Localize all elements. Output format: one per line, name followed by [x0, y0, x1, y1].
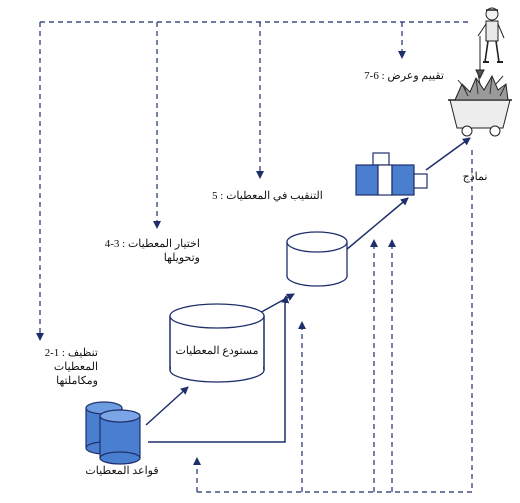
data-links	[148, 295, 290, 443]
database-icon	[85, 401, 141, 465]
warehouse-cylinder-icon	[169, 303, 265, 383]
label-warehouse: مستودع المعطيات	[175, 345, 259, 357]
feedback-lines-top	[36, 21, 470, 341]
label-step-2-1: 2-1 : تنظيف المعطيات ومكاملتها	[44, 347, 98, 387]
label-databases: قواعد المعطيات	[85, 465, 159, 477]
selected-data-cylinder-icon	[286, 231, 348, 287]
label-step-4-3: 4-3 : اختيار المعطيات وتحويلها	[104, 238, 200, 264]
label-step-7-6: 7-6 : تقييم وعرض	[364, 70, 444, 82]
label-step-5: 5 : التنقيب في المعطيات	[212, 190, 323, 202]
mining-blocks-icon	[355, 152, 428, 196]
feedback-lines-bottom	[193, 150, 473, 493]
flow-arrows	[145, 137, 471, 426]
label-models: نماذج	[462, 171, 488, 183]
miner-cart-icon	[448, 7, 512, 137]
